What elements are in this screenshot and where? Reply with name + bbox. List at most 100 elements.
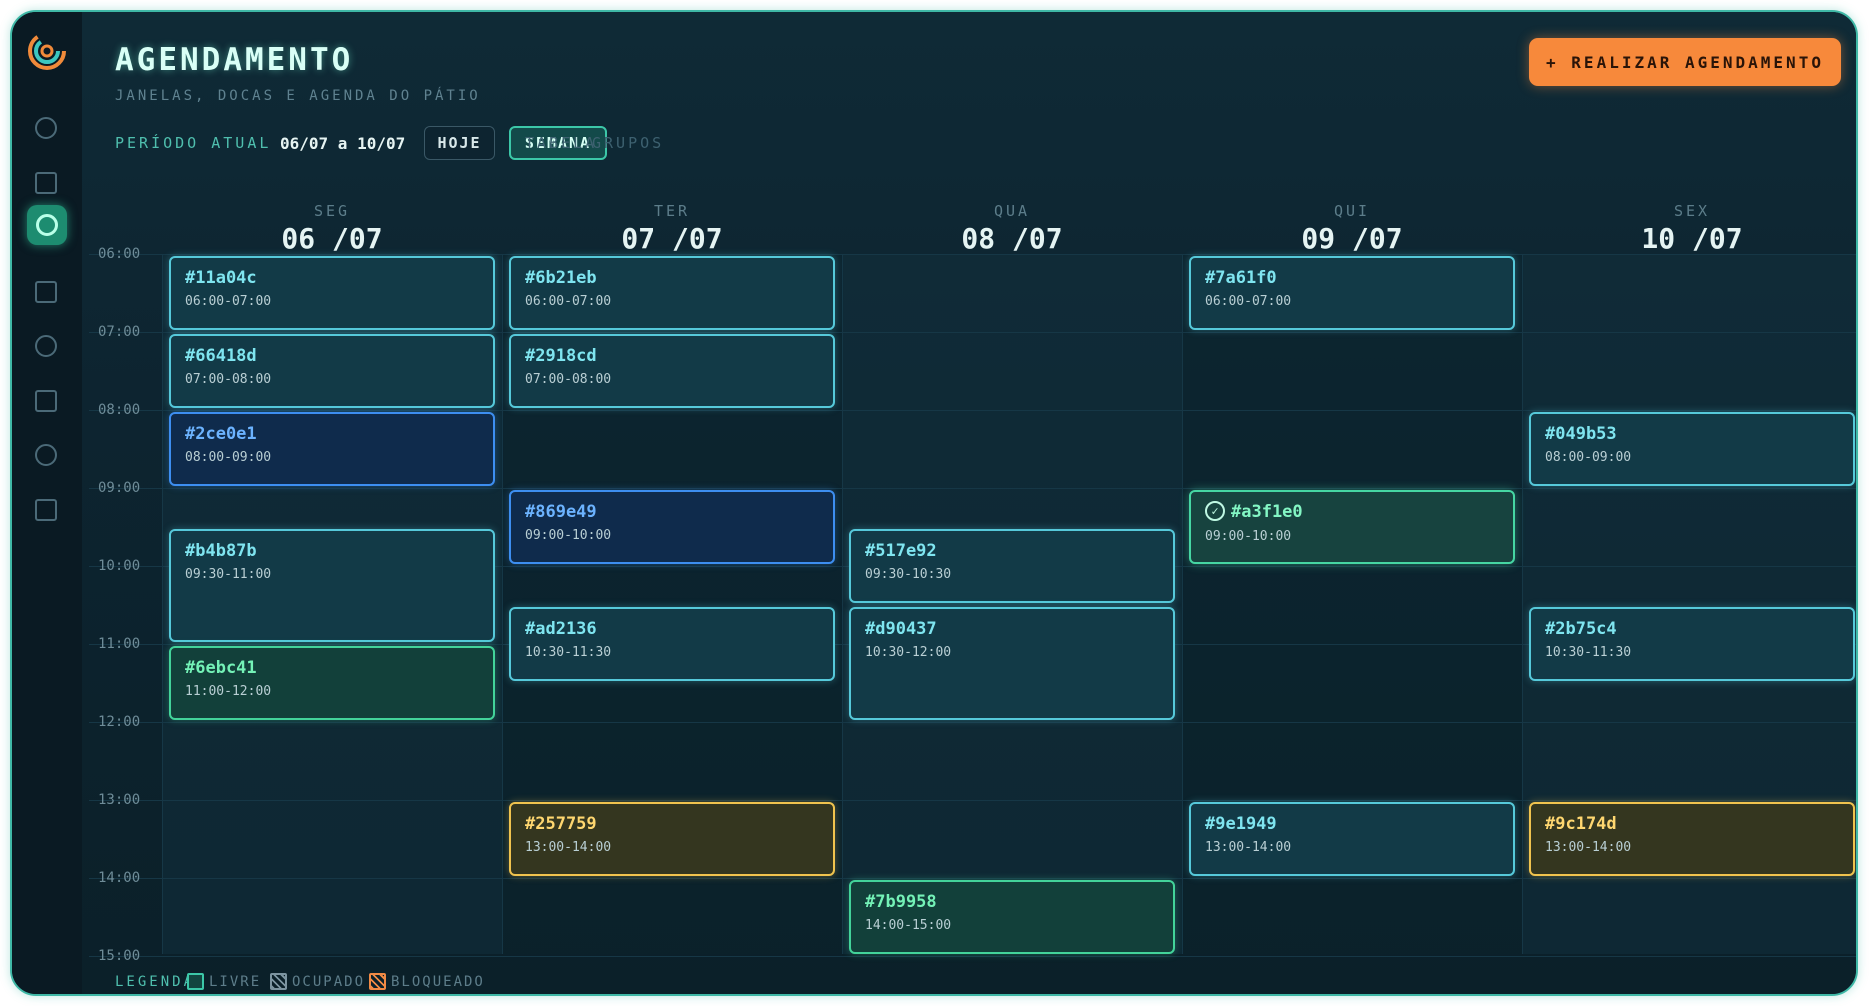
appointment-time: 09:30-10:30 [865, 567, 952, 582]
time-label: 12:00 [98, 714, 141, 730]
day-name: SEX [1673, 202, 1711, 220]
nav-item-active[interactable] [27, 205, 67, 245]
appointment-card[interactable]: #d90437 10:30-12:00 [849, 607, 1175, 720]
appointment-card[interactable]: #2ce0e1 08:00-09:00 [169, 412, 495, 486]
appointment-id: #7b9958 [865, 892, 937, 912]
appointment-card[interactable]: #11a04c 06:00-07:00 [169, 256, 495, 330]
appointment-card[interactable]: #869e49 09:00-10:00 [509, 490, 835, 564]
appointment-card[interactable]: #2b75c4 10:30-11:30 [1529, 607, 1855, 681]
today-button[interactable]: HOJE [424, 126, 495, 160]
appointment-id: #11a04c [185, 268, 257, 288]
hour-gridline [89, 332, 1856, 333]
column-divider [1182, 254, 1183, 954]
appointment-card[interactable]: #7a61f0 06:00-07:00 [1189, 256, 1515, 330]
hour-gridline [89, 722, 1856, 723]
appointment-time: 13:00-14:00 [525, 840, 612, 855]
day-name: SEG [313, 202, 351, 220]
legend-blocked-label: BLOQUEADO [391, 974, 485, 990]
appointment-id: #257759 [525, 814, 597, 834]
day-name: QUI [1333, 202, 1371, 220]
hour-gridline [89, 878, 1856, 879]
day-name: TER [653, 202, 691, 220]
square-icon[interactable] [35, 390, 57, 412]
appointment-id: #d90437 [865, 619, 937, 639]
page-subtitle: JANELAS, DOCAS E AGENDA DO PÁTIO [115, 88, 481, 104]
appointment-id: #049b53 [1545, 424, 1617, 444]
appointment-time: 06:00-07:00 [525, 294, 612, 309]
appointment-id: #869e49 [525, 502, 597, 522]
legend-busy-swatch [270, 973, 287, 990]
period-label: PERÍODO ATUAL [115, 134, 272, 152]
appointment-id: #66418d [185, 346, 257, 366]
appointment-id: #2ce0e1 [185, 424, 257, 444]
day-date: 09 /07 [1301, 222, 1403, 255]
legend-free-swatch [187, 973, 204, 990]
appointment-card[interactable]: #049b53 08:00-09:00 [1529, 412, 1855, 486]
logo-icon [28, 32, 66, 70]
column-divider [162, 254, 163, 954]
appointment-card[interactable]: #b4b87b 09:30-11:00 [169, 529, 495, 642]
day-name: QUA [993, 202, 1031, 220]
tab-groups[interactable]: GRUPOS [592, 134, 665, 152]
appointment-time: 08:00-09:00 [1545, 450, 1632, 465]
appointment-time: 10:30-12:00 [865, 645, 952, 660]
circle-icon [36, 214, 58, 236]
square-icon[interactable] [35, 172, 57, 194]
appointment-time: 10:30-11:30 [1545, 645, 1632, 660]
legend-free-label: LIVRE [209, 974, 262, 990]
appointment-id: #7a61f0 [1205, 268, 1277, 288]
day-column[interactable] [842, 254, 1182, 954]
appointment-time: 13:00-14:00 [1205, 840, 1292, 855]
appointment-id: #2b75c4 [1545, 619, 1617, 639]
column-divider [842, 254, 843, 954]
appointment-time: 06:00-07:00 [1205, 294, 1292, 309]
appointment-id: #6b21eb [525, 268, 597, 288]
appointment-card[interactable]: #7b9958 14:00-15:00 [849, 880, 1175, 954]
tab-week[interactable]: SEMANA [509, 126, 607, 160]
appointment-time: 09:30-11:00 [185, 567, 272, 582]
check-circle-icon: ✓ [1205, 500, 1225, 521]
time-label: 13:00 [98, 792, 141, 808]
square-icon[interactable] [35, 281, 57, 303]
appointment-id: #9c174d [1545, 814, 1617, 834]
circle-icon[interactable] [35, 335, 57, 357]
tab-table[interactable]: TABELA [525, 134, 598, 152]
appointment-id: #b4b87b [185, 541, 257, 561]
appointment-time: 09:00-10:00 [525, 528, 612, 543]
new-appointment-button[interactable]: + REALIZAR AGENDAMENTO [1529, 38, 1841, 86]
appointment-time: 06:00-07:00 [185, 294, 272, 309]
appointment-time: 11:00-12:00 [185, 684, 272, 699]
legend-label: LEGENDA [115, 974, 196, 990]
legend-busy-label: OCUPADO [292, 974, 366, 990]
hour-gridline [89, 956, 1856, 957]
square-icon[interactable] [35, 499, 57, 521]
circle-icon[interactable] [35, 444, 57, 466]
day-date: 07 /07 [621, 222, 723, 255]
appointment-card[interactable]: #6b21eb 06:00-07:00 [509, 256, 835, 330]
appointment-card[interactable]: #257759 13:00-14:00 [509, 802, 835, 876]
appointment-id: #2918cd [525, 346, 597, 366]
appointment-time: 14:00-15:00 [865, 918, 952, 933]
circle-icon[interactable] [35, 117, 57, 139]
appointment-id: #ad2136 [525, 619, 597, 639]
time-label: 07:00 [98, 324, 141, 340]
time-label: 15:00 [98, 948, 141, 964]
appointment-time: 08:00-09:00 [185, 450, 272, 465]
time-label: 10:00 [98, 558, 141, 574]
hour-gridline [89, 410, 1856, 411]
hour-gridline [89, 488, 1856, 489]
period-value: 06/07 a 10/07 [280, 134, 406, 153]
hour-gridline [89, 800, 1856, 801]
time-label: 08:00 [98, 402, 141, 418]
hour-gridline [89, 254, 1856, 255]
time-label: 06:00 [98, 246, 141, 262]
